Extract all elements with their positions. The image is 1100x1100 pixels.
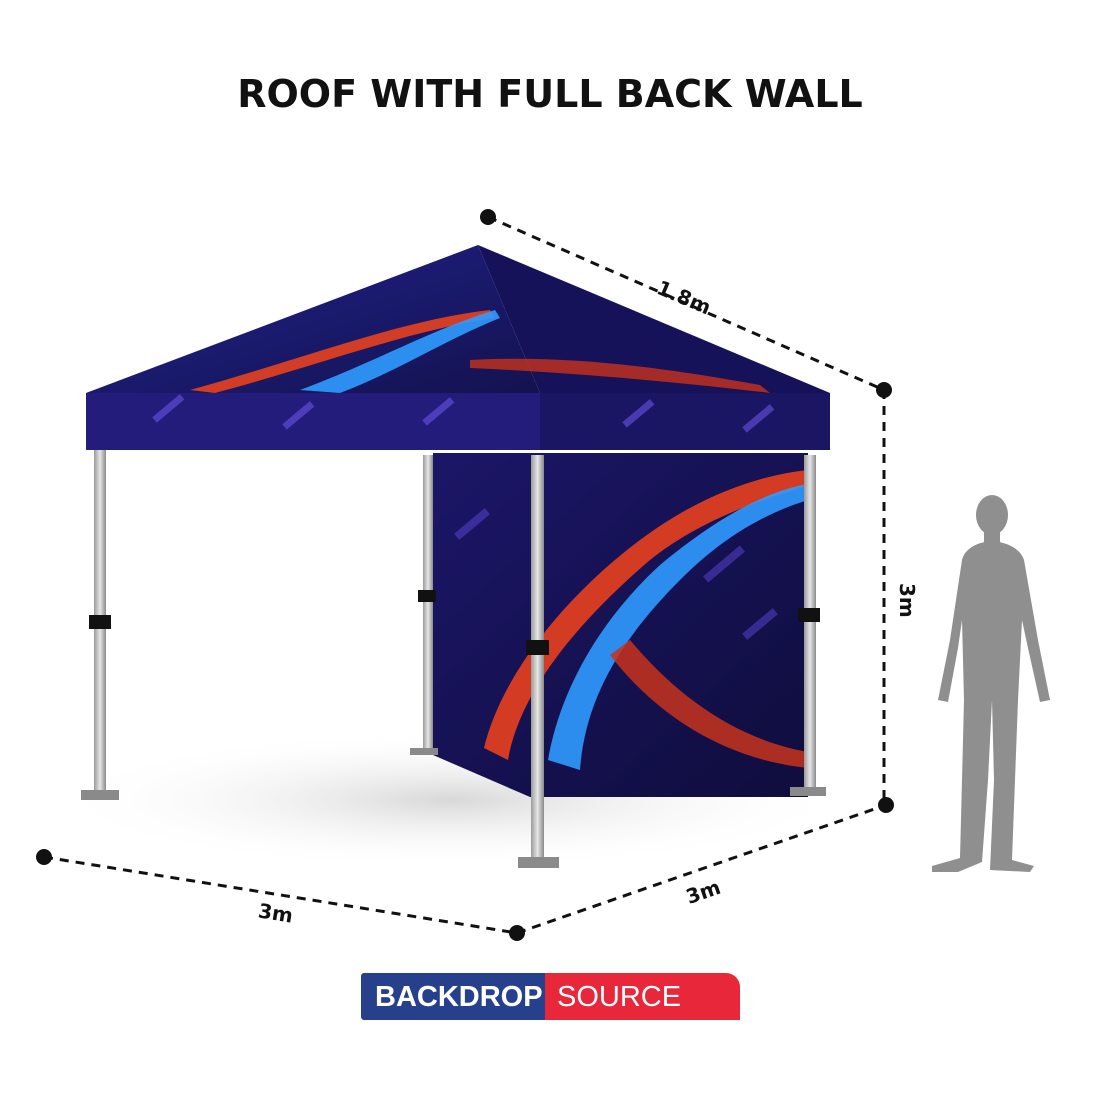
- brand-right-text: SOURCE: [545, 973, 740, 1020]
- page-title: ROOF WITH FULL BACK WALL: [237, 72, 863, 116]
- dimension-dot: [878, 797, 894, 813]
- back-wall: [433, 453, 808, 797]
- canopy-roof: [86, 245, 830, 450]
- pole-front-right: [531, 455, 544, 860]
- pole-back-right: [804, 455, 816, 790]
- person-silhouette: [932, 495, 1050, 872]
- dimension-dot: [36, 849, 52, 865]
- dim-side-width-label: 3m: [683, 875, 724, 909]
- brand-logo: BACKDROP SOURCE: [361, 973, 740, 1020]
- dim-height-label: 3m: [895, 583, 919, 618]
- dim-roof-depth-label: 1.8m: [653, 275, 714, 319]
- dimension-dot: [480, 209, 496, 225]
- brand-left-text: BACKDROP: [361, 973, 545, 1020]
- dim-front-width-label: 3m: [257, 899, 295, 928]
- dimension-dot: [509, 925, 525, 941]
- dimension-dot: [876, 382, 892, 398]
- dimension-lines: [43, 215, 887, 935]
- pole-back-left: [423, 455, 433, 753]
